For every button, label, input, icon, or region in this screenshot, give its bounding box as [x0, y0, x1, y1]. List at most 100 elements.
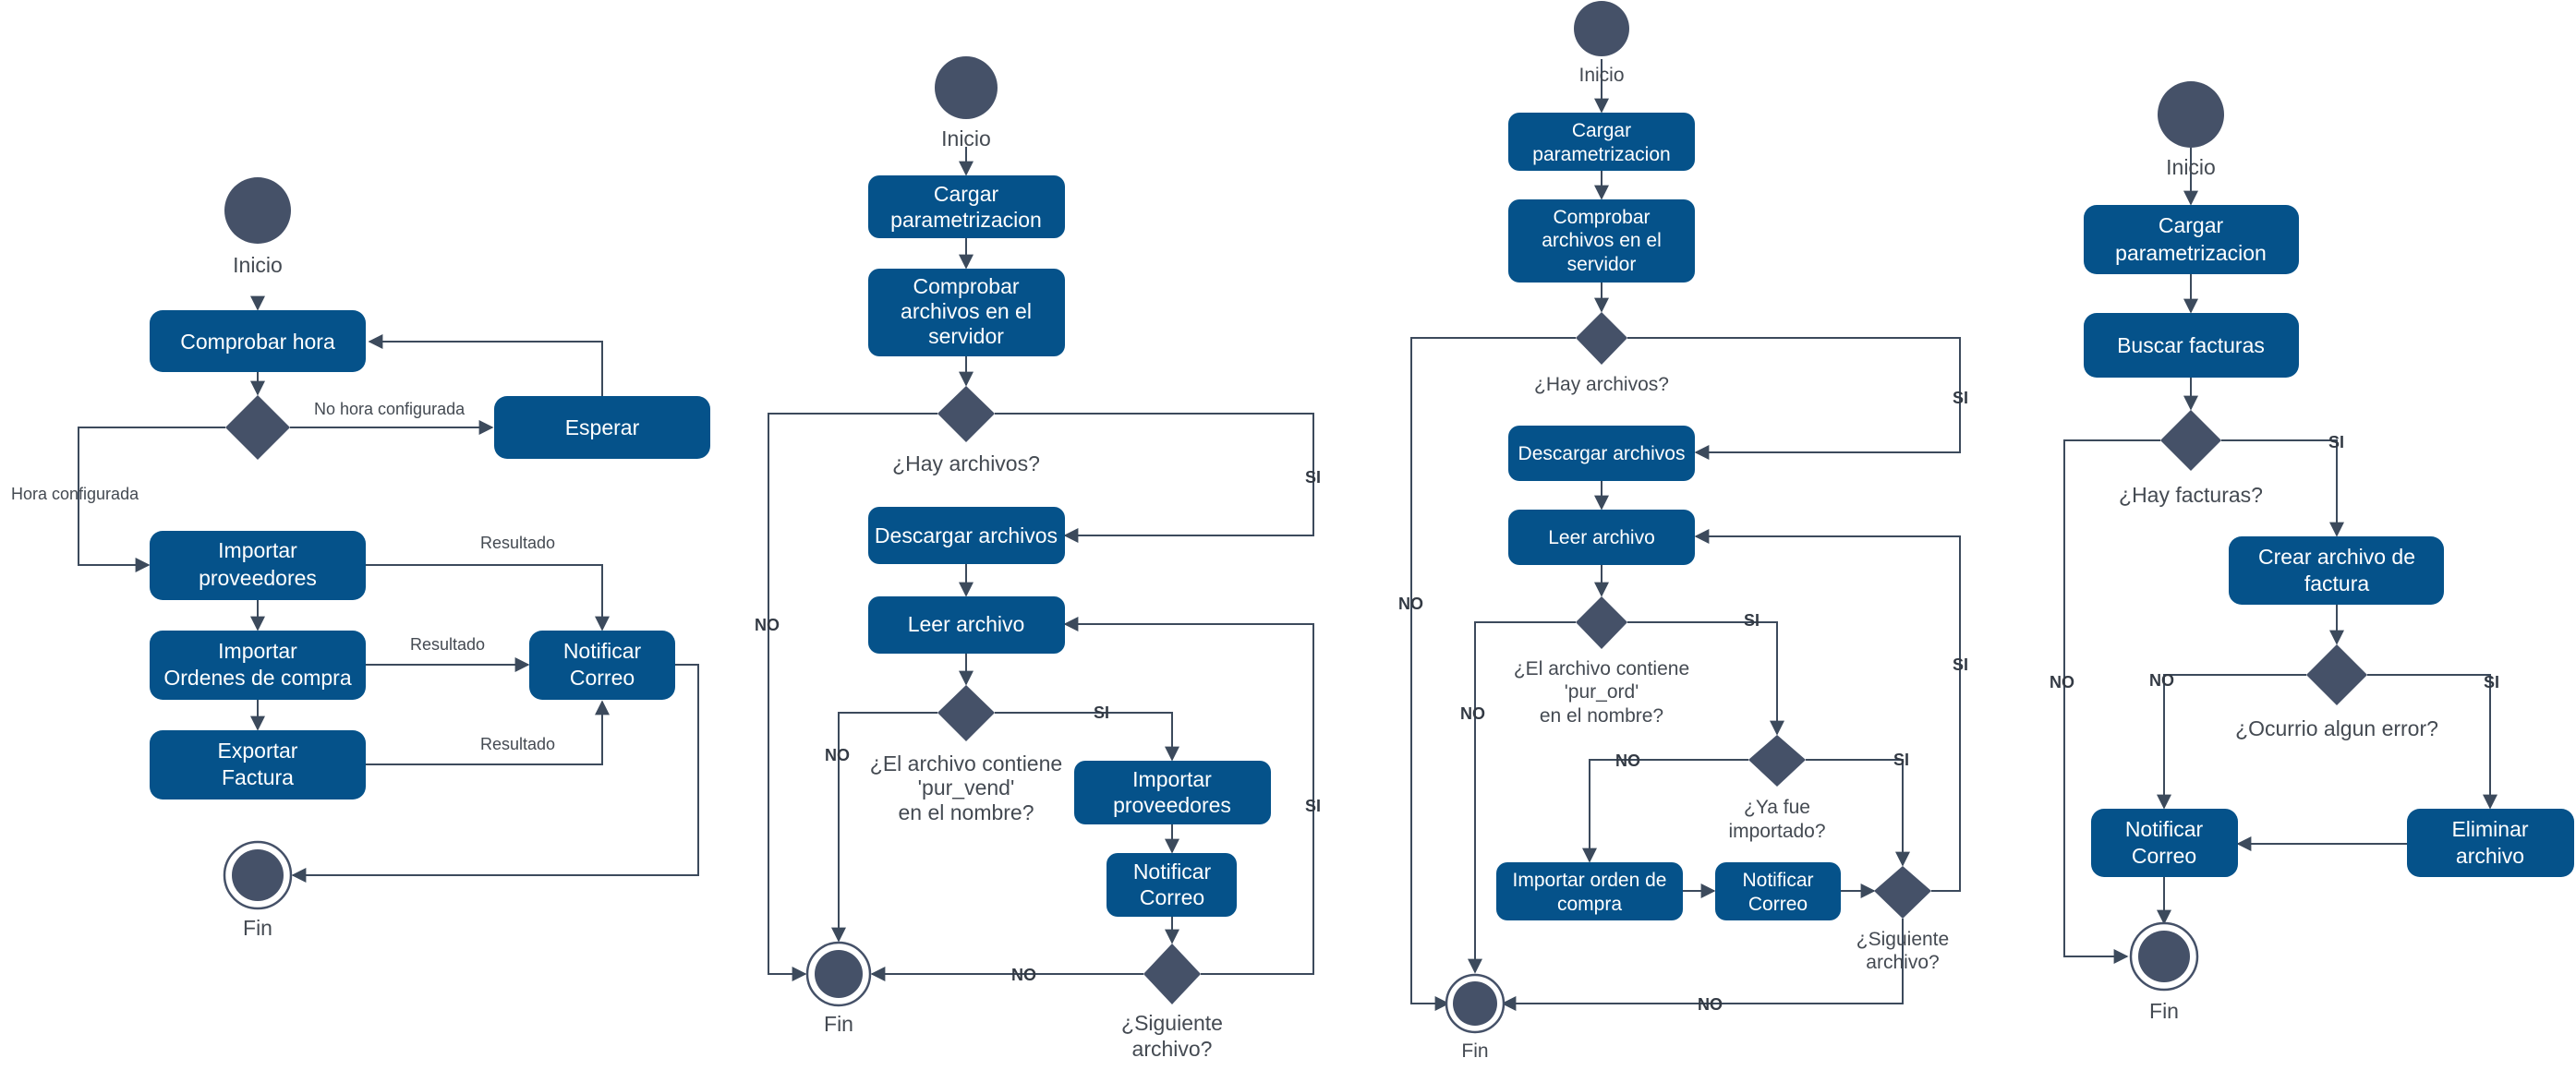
- activity-buscar-facturas[interactable]: Buscar facturas: [2084, 313, 2299, 378]
- edge-label-no-hora-configurada: No hora configurada: [314, 400, 466, 418]
- activity-label: Leer archivo: [1548, 527, 1655, 548]
- decision-label-line-1: ¿Siguiente: [1121, 1011, 1223, 1035]
- activity-crear-archivo[interactable]: Crear archivo de factura: [2229, 536, 2444, 605]
- end-node: [2129, 921, 2199, 992]
- edge-label-si: SI: [2484, 673, 2499, 691]
- activity-notificar-correo[interactable]: Notificar Correo: [1107, 853, 1237, 917]
- diagram-4-edge-labels: SI NO SI NO: [2050, 433, 2499, 691]
- start-label: Inicio: [233, 253, 283, 277]
- activity-label-line-1: Cargar: [1572, 120, 1631, 141]
- decision-label-line-1: ¿Ya fue: [1744, 797, 1810, 818]
- edge-label-no: NO: [755, 616, 780, 634]
- edge-label-no: NO: [2149, 671, 2174, 690]
- activity-label-line-3: servidor: [1567, 254, 1637, 275]
- activity-label: Leer archivo: [908, 612, 1025, 636]
- edge-label-si: SI: [1094, 703, 1109, 722]
- end-label: Fin: [243, 916, 272, 940]
- decision-label-line-2: 'pur_ord': [1565, 681, 1639, 703]
- activity-label-line-1: Comprobar: [913, 274, 1019, 298]
- activity-label-line-2: archivo: [2456, 844, 2524, 868]
- edge-label-si: SI: [1305, 797, 1321, 815]
- activity-leer-archivo[interactable]: Leer archivo: [868, 596, 1065, 654]
- activity-importar-orden[interactable]: Importar orden de compra: [1496, 862, 1683, 920]
- decision-label-line-1: ¿El archivo contiene: [870, 751, 1062, 775]
- diagram-3-edge-labels: SI NO SI NO SI NO SI NO: [1398, 389, 1968, 1014]
- decision-node: [225, 395, 290, 460]
- decision-node: [1748, 735, 1806, 787]
- decision-label-line-1: ¿Siguiente: [1856, 929, 1949, 950]
- diagram-2-edges: [768, 147, 1314, 981]
- edge-label-hora-configurada: Hora configurada: [11, 485, 139, 503]
- decision-label-line-2: archivo?: [1132, 1037, 1213, 1061]
- decision-node: [2160, 410, 2221, 471]
- activity-descargar-archivos[interactable]: Descargar archivos: [1508, 426, 1695, 481]
- end-label: Fin: [824, 1012, 853, 1036]
- edge-label-no: NO: [825, 746, 850, 764]
- edge-label-no: NO: [1460, 704, 1485, 723]
- start-node: [1574, 1, 1629, 56]
- edge-label-si: SI: [1953, 655, 1968, 674]
- end-node: [1445, 973, 1506, 1034]
- activity-label-line-1: Importar orden de: [1513, 870, 1667, 891]
- activity-leer-archivo[interactable]: Leer archivo: [1508, 510, 1695, 565]
- activity-label-line-2: Ordenes de compra: [163, 666, 351, 690]
- activity-exportar-factura[interactable]: Exportar Factura: [150, 730, 366, 799]
- activity-cargar-parametrizacion[interactable]: Cargar parametrizacion: [868, 175, 1065, 238]
- decision-node: [937, 386, 995, 442]
- edge-label-resultado: Resultado: [480, 735, 555, 753]
- activity-label: Descargar archivos: [1518, 443, 1686, 464]
- activity-notificar-correo[interactable]: Notificar Correo: [2091, 809, 2238, 877]
- activity-label-line-1: Importar: [218, 538, 297, 562]
- edge-label-si: SI: [1744, 611, 1760, 630]
- edge-label-si: SI: [1953, 389, 1968, 407]
- activity-label-line-2: proveedores: [1113, 793, 1231, 817]
- diagram-1-edge-labels: No hora configurada Hora configurada Res…: [11, 400, 555, 753]
- diagram-2-edge-labels: SI NO SI NO SI NO: [755, 468, 1321, 984]
- activity-label-line-2: Correo: [570, 666, 635, 690]
- activity-notificar-correo[interactable]: Notificar Correo: [1715, 862, 1841, 920]
- edge-label-no: NO: [1398, 595, 1423, 613]
- edge-label-si: SI: [1893, 751, 1909, 769]
- diagram-4-edges: [2063, 148, 2497, 964]
- decision-label-line-2: importado?: [1728, 821, 1825, 842]
- activity-importar-proveedores[interactable]: Importar proveedores: [1074, 761, 1271, 824]
- activity-cargar-parametrizacion[interactable]: Cargar parametrizacion: [1508, 113, 1695, 171]
- decision-node: [2306, 644, 2367, 705]
- end-label: Fin: [2149, 999, 2179, 1023]
- decision-node: [937, 685, 995, 741]
- decision-label-hay-archivos: ¿Hay archivos?: [1534, 374, 1669, 395]
- activity-comprobar-archivos[interactable]: Comprobar archivos en el servidor: [868, 269, 1065, 356]
- activity-label: Esperar: [565, 415, 640, 439]
- activity-comprobar-hora[interactable]: Comprobar hora: [150, 310, 366, 372]
- activity-label: Buscar facturas: [2117, 333, 2265, 357]
- activity-descargar-archivos[interactable]: Descargar archivos: [868, 507, 1065, 564]
- activity-eliminar-archivo[interactable]: Eliminar archivo: [2407, 809, 2574, 877]
- end-label: Fin: [1461, 1040, 1488, 1062]
- decision-node: [1874, 866, 1931, 919]
- edge-label-no: NO: [2050, 673, 2074, 691]
- activity-notificar-correo[interactable]: Notificar Correo: [529, 631, 675, 700]
- start-node: [2158, 81, 2224, 148]
- diagram-4: SI NO SI NO Inicio Cargar parametrizacio…: [2050, 81, 2574, 1023]
- activity-esperar[interactable]: Esperar: [494, 396, 710, 459]
- activity-label-line-2: parametrizacion: [890, 208, 1042, 232]
- activity-label-line-1: Exportar: [218, 739, 298, 763]
- activity-comprobar-archivos[interactable]: Comprobar archivos en el servidor: [1508, 199, 1695, 283]
- activity-label-line-1: Importar: [1132, 767, 1212, 791]
- decision-label-line-3: en el nombre?: [898, 800, 1034, 824]
- edge-label-no: NO: [1698, 995, 1723, 1014]
- decision-label-line-3: en el nombre?: [1540, 705, 1663, 727]
- activity-label-line-1: Crear archivo de: [2258, 545, 2415, 569]
- decision-node: [1576, 312, 1627, 365]
- activity-label-line-1: Comprobar: [1553, 207, 1650, 228]
- activity-importar-proveedores[interactable]: Importar proveedores: [150, 531, 366, 600]
- activity-label-line-1: Notificar: [2125, 817, 2204, 841]
- diagram-1: No hora configurada Hora configurada Res…: [11, 177, 710, 940]
- start-label: Inicio: [1578, 65, 1624, 86]
- activity-label-line-2: proveedores: [199, 566, 317, 590]
- activity-label-line-2: archivos en el: [1542, 230, 1662, 251]
- activity-cargar-parametrizacion[interactable]: Cargar parametrizacion: [2084, 205, 2299, 274]
- start-node: [224, 177, 291, 244]
- activity-importar-ordenes[interactable]: Importar Ordenes de compra: [150, 631, 366, 700]
